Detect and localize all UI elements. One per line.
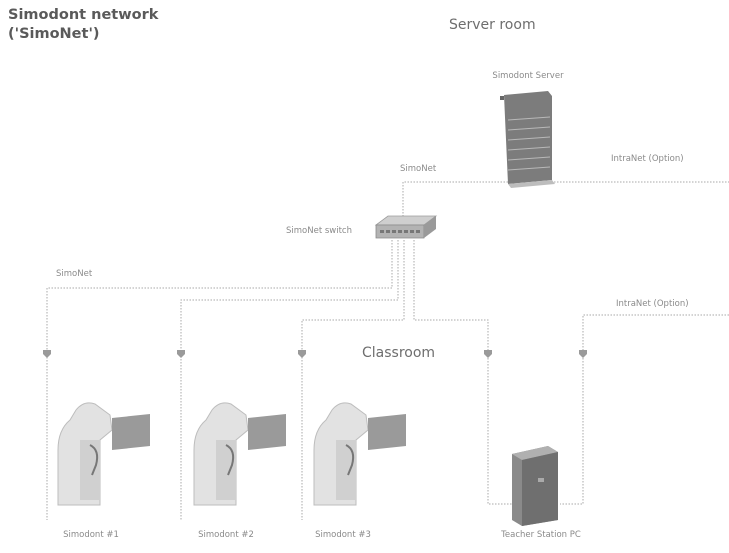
link-switch-simodont-3 (301, 240, 405, 520)
intranet-upper-label: IntraNet (Option) (611, 154, 684, 164)
outlet-icon (298, 350, 306, 358)
server-label: Simodont Server (492, 71, 564, 81)
simodont-unit-2 (193, 402, 286, 506)
outlet-icon (177, 350, 185, 358)
simodont-1-label: Simodont #1 (63, 530, 119, 540)
classroom-heading: Classroom (362, 345, 436, 361)
diagram-title: Simodont network ('SimoNet') (8, 6, 158, 44)
link-switch-teacher (413, 240, 512, 505)
outlet-icon (579, 350, 587, 358)
simodont-3-label: Simodont #3 (315, 530, 371, 540)
title-line-2: ('SimoNet') (8, 26, 100, 42)
simodont-unit-1 (57, 402, 150, 506)
link-switch-simodont-2 (180, 240, 399, 520)
server-icon (500, 91, 555, 188)
simonet-upper-label: SimoNet (400, 164, 437, 174)
simodont-unit-3 (313, 402, 406, 506)
server-room-heading: Server room (449, 17, 536, 33)
link-teacher-intranet (560, 314, 729, 505)
teacher-station-label: Teacher Station PC (501, 530, 581, 540)
network-switch-icon (374, 215, 438, 239)
link-switch-simodont-1 (46, 240, 393, 520)
outlet-icon (43, 350, 51, 358)
switch-label: SimoNet switch (286, 226, 352, 236)
simodont-2-label: Simodont #2 (198, 530, 254, 540)
title-line-1: Simodont network (8, 7, 159, 23)
link-server-switch (402, 181, 520, 222)
wall-outlets (43, 350, 587, 358)
outlet-icon (484, 350, 492, 358)
simonet-left-label: SimoNet (56, 269, 93, 279)
intranet-lower-label: IntraNet (Option) (616, 299, 689, 309)
teacher-pc-icon (512, 446, 558, 526)
